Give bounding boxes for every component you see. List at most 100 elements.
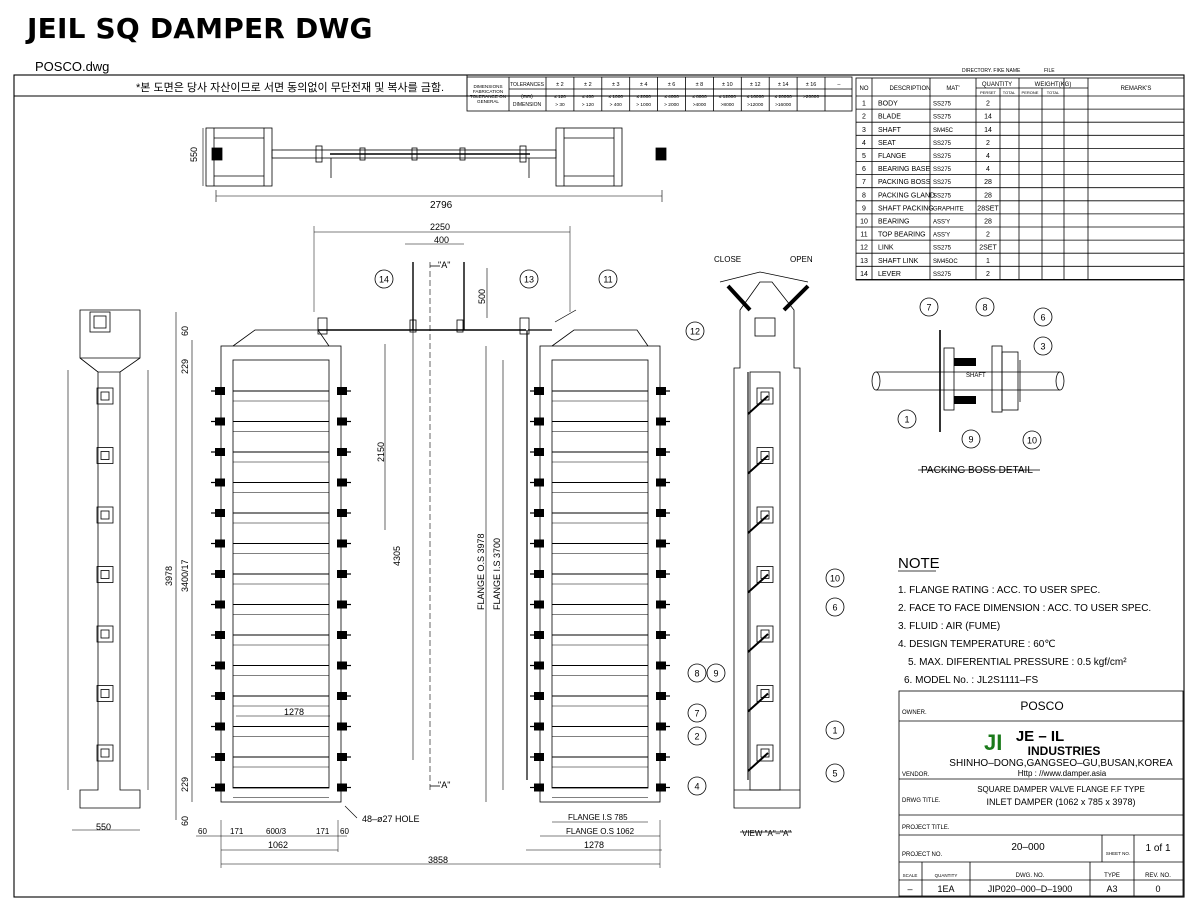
- dim-3978: 3978: [164, 566, 174, 586]
- tolerance-label: TOLERANCES: [510, 82, 544, 88]
- bom-header-remark: REMARK'S: [1121, 86, 1152, 92]
- bom-row-quantity: 14: [984, 114, 992, 121]
- balloon-number: 12: [690, 327, 700, 337]
- bom-row-description: SHAFT: [878, 127, 902, 134]
- dim-2250: 2250: [430, 222, 450, 232]
- bom-row-quantity: 28: [984, 179, 992, 186]
- tolerance-value: ± 2: [584, 82, 592, 88]
- side-bearing: [96, 506, 114, 524]
- notes: NOTE 1. FLANGE RATING : ACC. TO USER SPE…: [898, 555, 1151, 686]
- bom-header-perset: PERSET: [980, 90, 997, 95]
- view-aa-bearing: [756, 506, 774, 524]
- dwg-no-value: JIP020–000–D–1900: [988, 884, 1073, 894]
- bom-row-material: SS275: [933, 115, 952, 121]
- bom-row-material: SS275: [933, 102, 952, 108]
- bom-row-description: BLADE: [878, 114, 901, 121]
- dim-60-top: 60: [180, 326, 190, 336]
- company-name-2: INDUSTRIES: [1028, 744, 1101, 758]
- rear-view: [485, 329, 670, 851]
- balloon-number: 11: [603, 275, 612, 285]
- balloon-3: [1033, 336, 1053, 356]
- dim-top-height: 550: [189, 147, 199, 162]
- bom-header-material: MAT': [946, 86, 959, 92]
- balloon-8: [687, 663, 707, 683]
- bom-header-quantity: QUANTITY: [982, 82, 1012, 88]
- side-bearing: [96, 387, 114, 405]
- note-6: 6. MODEL No. : JL2S1111–FS: [904, 675, 1038, 686]
- side-view-left: [67, 309, 149, 831]
- tolerance-title-1: DIMENSIONS: [473, 84, 502, 89]
- balloon-11: [598, 269, 618, 289]
- bom-row-no: 11: [860, 232, 867, 239]
- dim-1062-bottom: 1062: [268, 840, 288, 850]
- note-1: 1. FLANGE RATING : ACC. TO USER SPEC.: [898, 585, 1100, 596]
- tolerance-value: ± 10: [722, 82, 733, 88]
- balloon-number: 5: [832, 769, 837, 779]
- sheet-label: SHEET NO.: [1106, 851, 1130, 856]
- bom-row-no: 4: [862, 140, 866, 147]
- tolerance-mm-label: (mm): [521, 94, 533, 100]
- balloon-number: 2: [694, 732, 699, 742]
- view-aa-bearing: [756, 566, 774, 583]
- balloon-1: [825, 720, 845, 740]
- bom-row-quantity: 2: [986, 140, 990, 147]
- view-aa-bearing: [756, 625, 774, 643]
- tolerance-dim-bottom: >4000: [693, 102, 707, 108]
- packing-boss-detail-title: PACKING BOSS DETAIL: [921, 465, 1033, 476]
- bom-row-material: SS275: [933, 193, 952, 199]
- bom-row-quantity: 2: [986, 232, 990, 239]
- balloon-9: [961, 429, 981, 449]
- bom-row-description: BEARING: [878, 219, 910, 226]
- bom-row-material: SS275: [933, 167, 952, 173]
- view-aa-label: VIEW "A"–"A": [742, 829, 791, 838]
- bom-row-no: 3: [862, 127, 866, 134]
- notes-heading: NOTE: [898, 555, 940, 572]
- dim-229-top: 229: [180, 359, 190, 374]
- balloon-10: [1022, 430, 1042, 450]
- bom-row-no: 7: [862, 179, 866, 186]
- tolerance-dim-top: ≤ 1000: [608, 94, 623, 100]
- project-title-label: PROJECT TITLE.: [902, 825, 950, 831]
- balloon-number: 6: [832, 603, 837, 613]
- tolerance-value: ± 2: [556, 82, 564, 88]
- balloon-1: [897, 409, 917, 429]
- tolerance-table: ± 2≤ 120> 30± 2≤ 400> 120± 3≤ 1000> 400±…: [466, 76, 853, 112]
- tolerance-dim-bottom: >16000: [775, 102, 791, 108]
- bom-header-perone: PERONE: [1022, 90, 1039, 95]
- tolerance-value: ± 6: [668, 82, 676, 88]
- copyright-notice: *본 도면은 당사 자산이므로 서면 동의없이 무단전재 및 복사를 금함.: [136, 81, 444, 94]
- tolerance-dim-top: >20000: [803, 94, 819, 100]
- dim-4305: 4305: [392, 546, 402, 566]
- dim-60-left: 60: [198, 827, 207, 836]
- project-no-label: PROJECT NO.: [902, 852, 943, 858]
- project-no: 20–000: [1011, 842, 1045, 853]
- balloon-number: 10: [830, 574, 840, 584]
- shaft-label: SHAFT: [966, 373, 986, 379]
- bom-row-no: 6: [862, 166, 866, 173]
- balloon-number: 9: [968, 435, 973, 445]
- side-bearing: [96, 447, 114, 464]
- bom-row-description: SHAFT LINK: [878, 258, 919, 265]
- bom-row-quantity: 28: [984, 219, 992, 226]
- tolerance-title-2: FABRICATION: [473, 89, 503, 94]
- dim-2150: 2150: [376, 442, 386, 462]
- bom-row-quantity: 28: [984, 192, 992, 199]
- dim-1278-inner: 1278: [284, 707, 304, 717]
- balloon-9: [706, 663, 726, 683]
- drawing-frame: [13, 74, 1185, 898]
- bom-header-weight: WEIGHT(KG): [1035, 82, 1072, 88]
- balloon-10: [825, 568, 845, 588]
- bom-row-no: 13: [860, 258, 868, 265]
- tolerance-title-4: GENERAL: [477, 99, 499, 104]
- bom-row-no: 12: [860, 245, 868, 252]
- bom-row-material: ASS'Y: [933, 220, 950, 226]
- sheet-value: 1 of 1: [1145, 843, 1170, 854]
- bom-row-description: SHAFT PACKING: [878, 205, 934, 212]
- company-name-1: JE – IL: [1016, 728, 1064, 745]
- bill-of-materials: NO DESCRIPTION MAT' QUANTITY WEIGHT(KG) …: [855, 77, 1185, 281]
- bom-row-no: 1: [862, 101, 866, 108]
- balloon-12: [685, 321, 705, 341]
- view-aa-bearing: [756, 744, 774, 762]
- dim-171-right: 171: [316, 827, 330, 836]
